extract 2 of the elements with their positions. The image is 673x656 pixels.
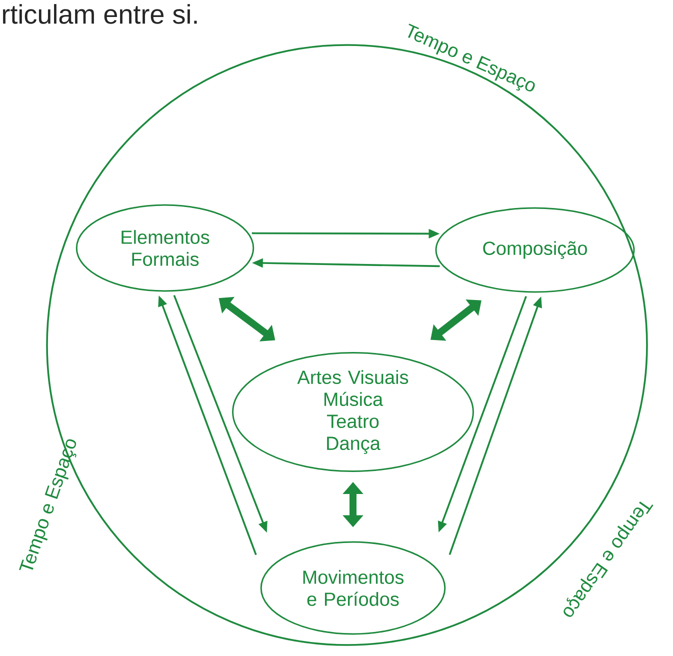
arrow: [430, 299, 482, 341]
intro-text: rticulam entre si.: [3, 4, 197, 24]
